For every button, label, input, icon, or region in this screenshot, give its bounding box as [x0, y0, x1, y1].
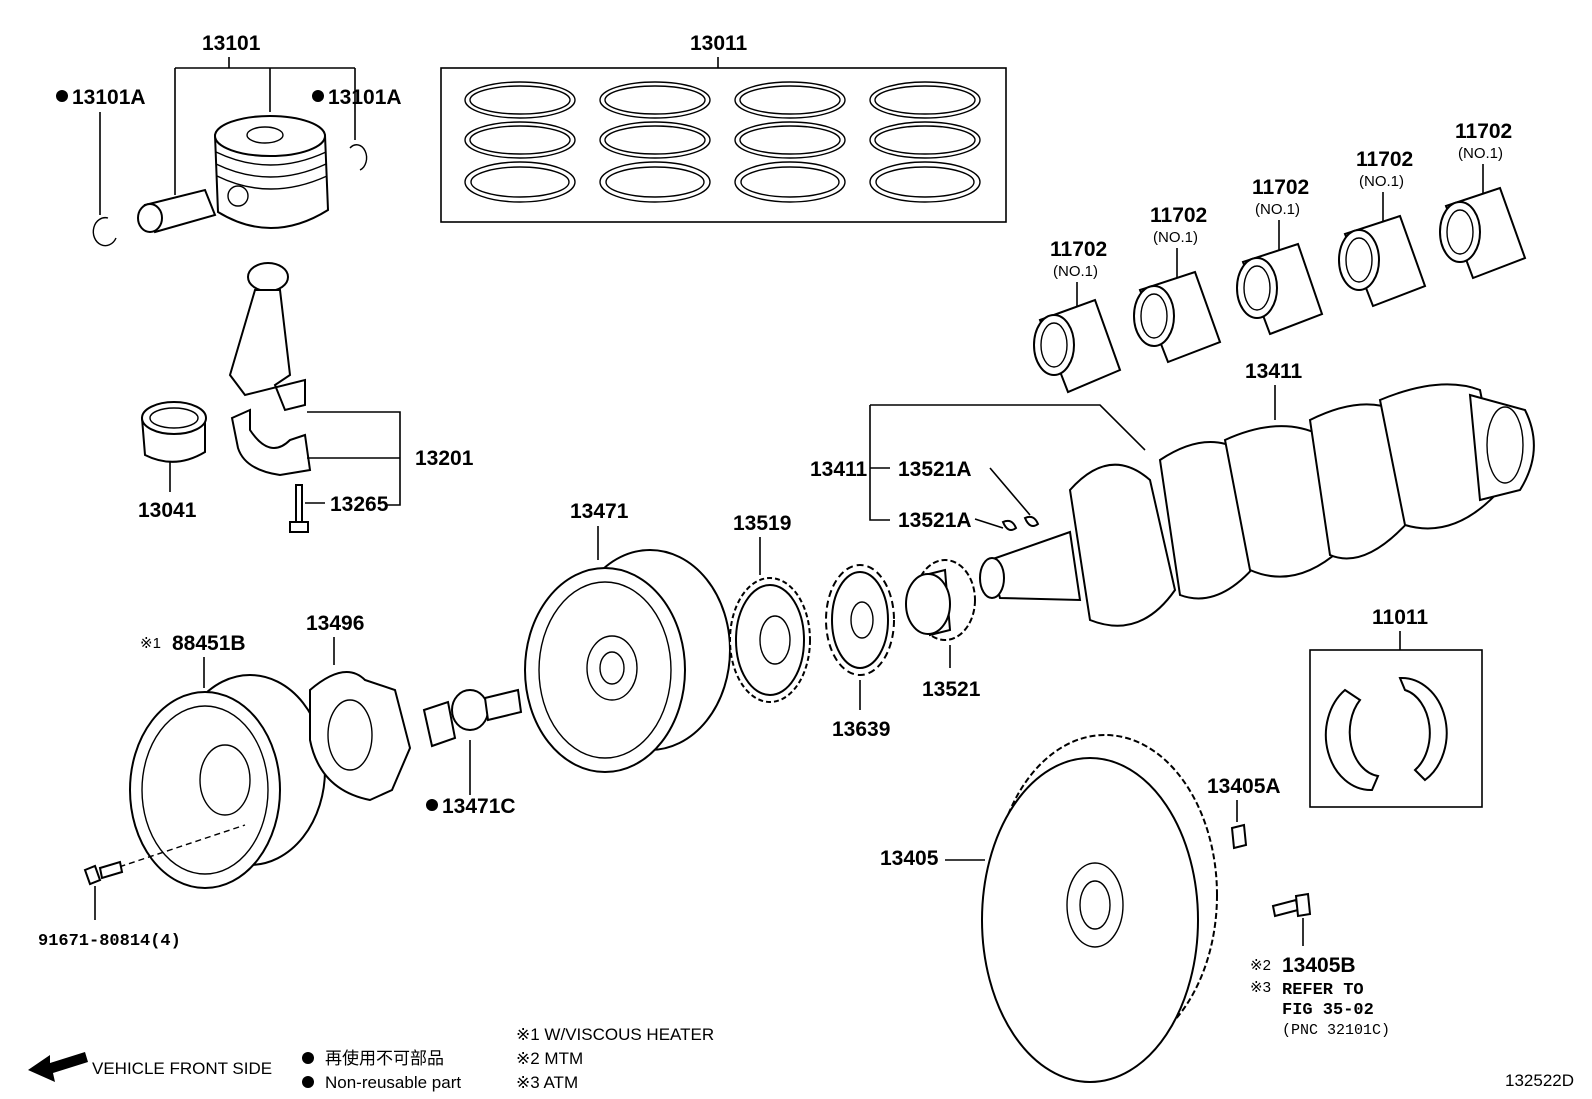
timing-gear-group: 13521 [905, 559, 981, 701]
label-13041[interactable]: 13041 [138, 499, 197, 522]
label-91671-80814[interactable]: 91671-80814(4) [38, 932, 181, 951]
non-reusable-bullet [302, 1076, 314, 1088]
rod-bolt [289, 484, 309, 533]
connecting-rod-cap [230, 408, 312, 477]
flywheel-group: 13405 13405A ※2 13405B ※3 REFER TO FIG 3… [880, 734, 1390, 1083]
label-13405[interactable]: 13405 [880, 847, 939, 870]
note-marker-3: ※3 [1250, 979, 1271, 996]
label-13201[interactable]: 13201 [415, 447, 474, 470]
refer-line-1: REFER TO [1282, 981, 1364, 1000]
label-11702-1[interactable]: 11702 [1050, 238, 1107, 261]
woodruff-key-1 [1001, 519, 1018, 531]
vehicle-front-label: VEHICLE FRONT SIDE [92, 1059, 272, 1078]
crank-gear-group: 13519 [729, 512, 811, 703]
snap-ring-left [92, 216, 117, 247]
label-13521A-top[interactable]: 13521A [898, 458, 972, 481]
non-reusable-bullet [426, 799, 438, 811]
legend-non-reusable-jp: 再使用不可部品 [325, 1048, 444, 1069]
crank-pulley [524, 549, 731, 773]
label-13519[interactable]: 13519 [733, 512, 791, 535]
piston-group: 13101 13101A 13101A [56, 32, 402, 247]
label-13101[interactable]: 13101 [202, 32, 261, 55]
thrust-washer-group: 11011 [1309, 606, 1483, 808]
label-13521[interactable]: 13521 [922, 678, 981, 701]
label-13411-top[interactable]: 13411 [1245, 360, 1303, 383]
main-bearings: 11702 (NO.1) 11702 (NO.1) 11702 (NO.1) 1… [1033, 120, 1527, 394]
main-bearing-3 [1236, 242, 1324, 336]
connecting-rod-group: 13201 13265 13041 [138, 262, 474, 533]
rod-bearing [140, 401, 207, 463]
thrust-washer-box [1309, 649, 1483, 808]
label-13265[interactable]: 13265 [330, 493, 389, 516]
damper-plate-group: 13496 [306, 612, 412, 802]
main-bearing-4 [1338, 214, 1427, 308]
label-13405A[interactable]: 13405A [1207, 775, 1281, 798]
note-marker-1: ※1 [140, 635, 161, 652]
non-reusable-bullet [312, 90, 324, 102]
viscous-pulley-group: ※1 88451B 91671-80814(4) [38, 632, 326, 951]
crankshaft [979, 383, 1535, 627]
main-bearing-5 [1439, 186, 1527, 280]
legend-non-reusable-en: Non-reusable part [325, 1073, 461, 1092]
drawing-id: 132522D [1505, 1071, 1574, 1090]
flywheel [981, 734, 1218, 1083]
crankshaft-group: 13411 13411 13521A 13521A [810, 360, 1535, 627]
label-11702-2[interactable]: 11702 [1150, 204, 1207, 227]
timing-gear [905, 559, 976, 641]
label-13496[interactable]: 13496 [306, 612, 364, 635]
crank-pulley-group: 13471 [524, 500, 731, 773]
sprocket-group: 13639 [825, 564, 895, 741]
snap-ring-right [349, 144, 368, 171]
main-bearing-1 [1033, 298, 1122, 394]
label-13471C[interactable]: 13471C [442, 795, 516, 818]
piston-ring-set: 13011 [440, 32, 1007, 223]
vehicle-front-arrow-icon [28, 1052, 88, 1082]
note-2: ※2 MTM [516, 1049, 583, 1068]
label-13521A-bottom[interactable]: 13521A [898, 509, 972, 532]
damper-plate [309, 671, 412, 802]
label-13101A-right[interactable]: 13101A [328, 86, 402, 109]
main-bearing-2 [1133, 270, 1222, 364]
label-no1-3: (NO.1) [1255, 201, 1300, 218]
label-13101A-left[interactable]: 13101A [72, 86, 146, 109]
ring-set-box [440, 67, 1007, 223]
thrust-washer-left [1324, 688, 1380, 792]
flywheel-pin [1230, 823, 1248, 850]
sprocket [825, 564, 895, 676]
note-3: ※3 ATM [516, 1073, 578, 1092]
label-11011[interactable]: 11011 [1372, 606, 1428, 629]
label-13011[interactable]: 13011 [690, 32, 748, 55]
crank-gear [729, 577, 811, 703]
label-no1-5: (NO.1) [1458, 145, 1503, 162]
piston-pin [137, 188, 217, 234]
flywheel-bolt [1271, 892, 1312, 918]
note-1: ※1 W/VISCOUS HEATER [516, 1025, 714, 1044]
label-no1-4: (NO.1) [1359, 173, 1404, 190]
pulley-small-bolt [83, 860, 124, 886]
label-13471[interactable]: 13471 [570, 500, 629, 523]
legend: VEHICLE FRONT SIDE 再使用不可部品 Non-reusable … [28, 1025, 1574, 1092]
pulley-bolt-group: 13471C [422, 688, 523, 818]
non-reusable-bullet [302, 1052, 314, 1064]
connecting-rod [228, 262, 306, 412]
label-13411-side[interactable]: 13411 [810, 458, 868, 481]
label-no1-2: (NO.1) [1153, 229, 1198, 246]
pulley-bolt [422, 688, 523, 748]
label-11702-5[interactable]: 11702 [1455, 120, 1512, 143]
label-13405B[interactable]: 13405B [1282, 954, 1356, 977]
label-no1-1: (NO.1) [1053, 263, 1098, 280]
piston [213, 115, 330, 229]
non-reusable-bullet [56, 90, 68, 102]
label-11702-3[interactable]: 11702 [1252, 176, 1309, 199]
woodruff-key-2 [1023, 515, 1040, 527]
label-11702-4[interactable]: 11702 [1356, 148, 1413, 171]
label-13639[interactable]: 13639 [832, 718, 890, 741]
note-marker-2: ※2 [1250, 957, 1271, 974]
refer-line-3: (PNC 32101C) [1282, 1022, 1390, 1039]
label-88451B[interactable]: 88451B [172, 632, 246, 655]
viscous-pulley [129, 674, 326, 889]
thrust-washer-right [1398, 676, 1448, 782]
refer-line-2[interactable]: FIG 35-02 [1282, 1001, 1374, 1020]
